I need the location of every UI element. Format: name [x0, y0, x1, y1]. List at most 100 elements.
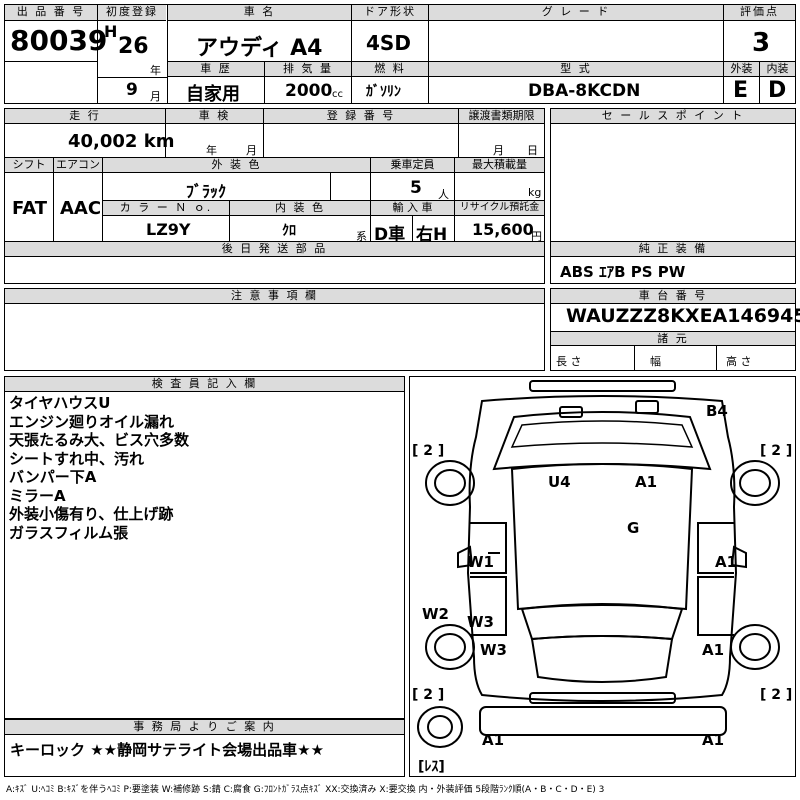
first-reg-label: 初度登録 [98, 5, 166, 21]
displacement-unit: cc [332, 89, 343, 100]
notes-block [4, 288, 545, 371]
fuel-label: 燃 料 [352, 62, 428, 77]
history-value: 自家用 [186, 84, 240, 105]
mark-a1-bottom-left: A1 [482, 731, 504, 749]
office-message: キーロック ★★静岡サテライト会場出品車★★ [10, 741, 325, 759]
mark-g: G [627, 519, 639, 537]
reg-month: 9 [126, 80, 138, 100]
history-label: 車 歴 [168, 62, 264, 77]
car-name: アウディ A4 [196, 36, 323, 61]
ac-value: AAC [60, 198, 102, 219]
score-value: 3 [752, 28, 771, 58]
details-block [4, 108, 545, 284]
mark-w1: W1 [467, 553, 494, 571]
mark-u4: U4 [548, 473, 571, 491]
import-label: 輸 入 車 [371, 201, 454, 216]
mark-a1-right-rear: A1 [702, 641, 724, 659]
ac-label: エアコン [54, 158, 102, 173]
car-outline-diagram: B4 U4 A1 G W1 A1 W2 W3 W3 A1 A1 A1 [ 2 ]… [412, 380, 792, 775]
ext-color-value: ﾌﾞﾗｯｸ [186, 182, 227, 201]
mark-b4: B4 [706, 402, 728, 420]
office-block [4, 719, 405, 777]
inspector-line: 天張たるみ大、ビス穴多数 [9, 431, 190, 449]
notes-label: 注 意 事 項 欄 [5, 289, 544, 304]
inspector-block [4, 376, 405, 719]
era-mark: H [104, 22, 118, 41]
tire-front-right: [ 2 ] [760, 443, 792, 459]
inspector-line: ガラスフィルム張 [9, 523, 129, 542]
mileage-value: 40,002 km [68, 131, 175, 152]
color-no-value: LZ9Y [146, 220, 191, 239]
chassis-number: WAUZZZ8KXEA146945 [566, 305, 800, 327]
recycle-fee: 15,600 [472, 220, 534, 239]
inspector-line: 外装小傷有り、仕上げ跡 [9, 505, 174, 523]
model-label: 型 式 [429, 62, 723, 77]
exterior-label: 外装 [724, 62, 759, 77]
lot-number: 80039 [10, 24, 108, 57]
interior-grade: D [768, 78, 787, 103]
mark-a1-bottom-right: A1 [702, 731, 724, 749]
inspector-line: タイヤハウスU [9, 394, 111, 412]
score-label: 評価点 [724, 5, 795, 21]
transfer-label: 譲渡書類期限 [459, 109, 544, 124]
mark-w3-left-low: W3 [480, 641, 507, 659]
displacement-label: 排 気 量 [265, 62, 351, 77]
length-label: 長 さ [556, 355, 582, 368]
height-label: 高 さ [726, 355, 752, 368]
mark-a1-roof: A1 [635, 473, 657, 491]
damage-diagram: B4 U4 A1 G W1 A1 W2 W3 W3 A1 A1 A1 [ 2 ]… [409, 376, 796, 777]
year-unit: 年 [150, 64, 161, 77]
capacity-value: 5 [410, 178, 422, 198]
inspection-label: 車 検 [166, 109, 263, 124]
width-label: 幅 [650, 355, 661, 368]
sales-point-label: セ ー ル ス ポ イ ン ト [551, 109, 795, 124]
model-code: DBA-8KCDN [528, 81, 641, 101]
interior-label: 内装 [760, 62, 795, 77]
int-color-label: 内 装 色 [230, 201, 370, 216]
chassis-label: 車 台 番 号 [551, 289, 795, 304]
import-value: D車 [374, 225, 406, 245]
mark-w2: W2 [422, 605, 449, 623]
inspector-label: 検 査 員 記 入 欄 [5, 377, 404, 392]
door-type: 4SD [366, 31, 411, 55]
specs-label: 諸 元 [551, 332, 795, 346]
tire-front-left: [ 2 ] [412, 443, 444, 459]
mark-w3-left-mid: W3 [467, 613, 494, 631]
max-load-label: 最大積載量 [455, 158, 544, 173]
inspector-line: シートすれ中、汚れ [9, 449, 145, 468]
inspector-line: バンパー下A [9, 468, 97, 486]
capacity-label: 乗車定員 [371, 158, 454, 173]
displacement-value: 2000 [285, 81, 333, 101]
inspector-line: ミラーA [9, 486, 66, 505]
shift-label: シフト [5, 158, 53, 173]
shift-value: FAT [12, 198, 48, 219]
mileage-label: 走 行 [5, 109, 165, 124]
car-name-label: 車 名 [168, 5, 351, 21]
legend: A:ｷｽﾞ U:ﾍｺﾐ B:ｷｽﾞを伴うﾍｺﾐ P:要塗装 W:補修跡 S:錆 … [6, 785, 605, 795]
equipment-value: ABS ｴｱB PS PW [560, 263, 686, 281]
reg-no-label: 登 録 番 号 [264, 109, 458, 124]
inspector-line: エンジン廻りオイル漏れ [9, 412, 175, 431]
tire-rear-right: [ 2 ] [760, 687, 792, 703]
month-unit: 月 [150, 90, 161, 103]
sales-point-block [550, 108, 796, 284]
recycle-label: リサイクル預託金 [455, 201, 544, 216]
later-parts-label: 後 日 発 送 部 品 [5, 242, 544, 257]
int-color-value: ｸﾛ [282, 223, 296, 239]
color-no-label: カ ラ ー Ｎ ｏ. [103, 201, 229, 216]
reg-year: 26 [118, 34, 149, 59]
equipment-label: 純 正 装 備 [551, 242, 795, 257]
grade-label: グ レ ー ド [429, 5, 723, 21]
ext-color-label: 外 装 色 [103, 158, 370, 173]
office-label: 事 務 局 よ り ご 案 内 [5, 720, 404, 735]
mark-a1-right-front: A1 [715, 553, 737, 571]
header-block [4, 4, 796, 104]
spare-tire-label: [ﾚｽ] [418, 759, 445, 775]
tire-rear-left: [ 2 ] [412, 687, 444, 703]
exterior-grade: E [733, 78, 749, 103]
lot-label: 出 品 番 号 [5, 5, 97, 21]
door-type-label: ドア形状 [352, 5, 428, 21]
steering-value: 右H [416, 225, 448, 245]
fuel-value: ｶﾞｿﾘﾝ [366, 84, 401, 100]
